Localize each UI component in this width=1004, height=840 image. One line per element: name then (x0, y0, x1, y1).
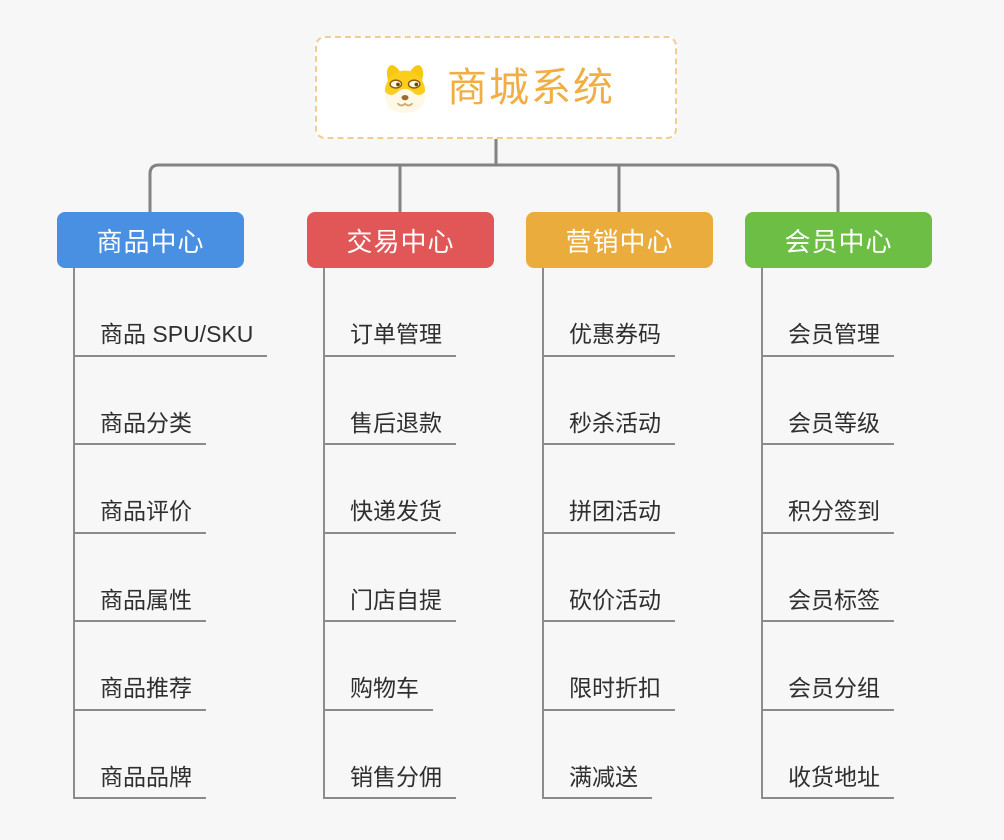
branch-topic-marketing[interactable]: 营销中心 (526, 212, 713, 268)
branch-children-goods: 商品 SPU/SKU 商品分类商品评价商品属性商品推荐商品品牌 (73, 268, 307, 799)
child-topic[interactable]: 商品 SPU/SKU (73, 268, 307, 357)
branch-column-trade: 交易中心 订单管理售后退款快递发货门店自提购物车销售分佣 (307, 212, 557, 799)
child-topic[interactable]: 商品属性 (73, 534, 307, 622)
branch-column-goods: 商品中心 商品 SPU/SKU 商品分类商品评价商品属性商品推荐商品品牌 (57, 212, 307, 799)
child-topic-label: 秒杀活动 (542, 410, 675, 445)
child-topic-label: 商品属性 (73, 587, 206, 622)
child-topic-label: 销售分佣 (323, 764, 456, 799)
child-topic[interactable]: 会员标签 (761, 534, 995, 622)
branch-children-member: 会员管理会员等级积分签到会员标签会员分组收货地址 (761, 268, 995, 799)
child-topic[interactable]: 销售分佣 (323, 711, 557, 799)
root-topic-title: 商城系统 (447, 65, 615, 110)
child-topic-label: 满减送 (542, 764, 652, 799)
child-topic-label: 商品推荐 (73, 675, 206, 711)
child-topic[interactable]: 砍价活动 (542, 534, 776, 622)
child-topic[interactable]: 会员分组 (761, 622, 995, 711)
child-topic[interactable]: 积分签到 (761, 445, 995, 534)
branch-children-trade: 订单管理售后退款快递发货门店自提购物车销售分佣 (323, 268, 557, 799)
child-topic-label: 会员分组 (761, 675, 894, 711)
child-topic[interactable]: 门店自提 (323, 534, 557, 622)
child-topic[interactable]: 商品分类 (73, 357, 307, 445)
child-topic[interactable]: 会员等级 (761, 357, 995, 445)
child-topic[interactable]: 商品推荐 (73, 622, 307, 711)
child-topic[interactable]: 优惠券码 (542, 268, 776, 357)
child-topic-label: 售后退款 (323, 410, 456, 445)
child-topic[interactable]: 会员管理 (761, 268, 995, 357)
child-topic-label: 商品 SPU/SKU (73, 321, 268, 357)
child-topic[interactable]: 拼团活动 (542, 445, 776, 534)
child-topic[interactable]: 商品品牌 (73, 711, 307, 799)
shiba-dog-icon (384, 64, 426, 112)
child-topic-label: 积分签到 (761, 498, 894, 534)
child-topic-label: 商品评价 (73, 498, 206, 534)
child-topic-label: 订单管理 (323, 321, 456, 357)
child-topic[interactable]: 商品评价 (73, 445, 307, 534)
child-topic-label: 门店自提 (323, 587, 456, 622)
child-topic-label: 购物车 (323, 675, 433, 711)
child-topic[interactable]: 快递发货 (323, 445, 557, 534)
branch-column-member: 会员中心 会员管理会员等级积分签到会员标签会员分组收货地址 (745, 212, 995, 799)
root-topic[interactable]: 商城系统 (315, 36, 677, 139)
child-topic-label: 限时折扣 (542, 675, 675, 711)
branch-topic-trade[interactable]: 交易中心 (307, 212, 494, 268)
tree-connector-lines (148, 138, 840, 212)
child-topic[interactable]: 收货地址 (761, 711, 995, 799)
branch-topic-member[interactable]: 会员中心 (745, 212, 932, 268)
child-topic[interactable]: 购物车 (323, 622, 557, 711)
child-topic-label: 收货地址 (761, 764, 894, 799)
child-topic[interactable]: 秒杀活动 (542, 357, 776, 445)
branch-children-marketing: 优惠券码秒杀活动拼团活动砍价活动限时折扣满减送 (542, 268, 776, 799)
child-topic-label: 商品分类 (73, 410, 206, 445)
child-topic-label: 砍价活动 (542, 587, 675, 622)
child-topic[interactable]: 售后退款 (323, 357, 557, 445)
child-topic-label: 商品品牌 (73, 764, 206, 799)
child-topic[interactable]: 限时折扣 (542, 622, 776, 711)
child-topic-label: 拼团活动 (542, 498, 675, 534)
child-topic-label: 会员标签 (761, 587, 894, 622)
child-topic-label: 优惠券码 (542, 321, 675, 357)
child-topic[interactable]: 订单管理 (323, 268, 557, 357)
child-topic-label: 会员管理 (761, 321, 894, 357)
child-topic[interactable]: 满减送 (542, 711, 776, 799)
child-topic-label: 会员等级 (761, 410, 894, 445)
branch-topic-goods[interactable]: 商品中心 (57, 212, 244, 268)
branch-column-marketing: 营销中心 优惠券码秒杀活动拼团活动砍价活动限时折扣满减送 (526, 212, 776, 799)
child-topic-label: 快递发货 (323, 498, 456, 534)
